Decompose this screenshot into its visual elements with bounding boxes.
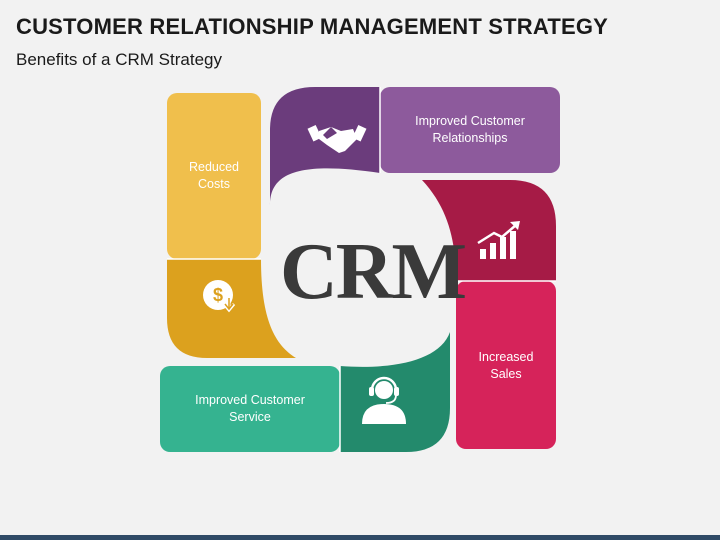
increased-sales-label: Increased Sales	[478, 350, 534, 381]
bottom-bar	[0, 535, 720, 540]
customer-service-label: Improved Customer Service	[195, 393, 305, 424]
relationships-label: Improved Customer Relationships	[415, 114, 525, 145]
reduced-costs-box	[167, 93, 261, 259]
handshake-icon	[307, 124, 367, 153]
dollar-down-icon: $	[203, 280, 236, 313]
increased-sales-curve	[422, 180, 556, 281]
reduced-costs-label: Reduced Costs	[188, 160, 240, 191]
customer-service-box	[160, 366, 340, 452]
growth-chart-icon	[477, 221, 520, 259]
page-title: CUSTOMER RELATIONSHIP MANAGEMENT STRATEG…	[16, 14, 609, 39]
relationships-curve	[270, 87, 380, 205]
relationships-box	[380, 87, 560, 173]
svg-text:$: $	[213, 285, 223, 305]
page-subtitle: Benefits of a CRM Strategy	[16, 50, 222, 69]
crm-center-label: CRM	[280, 228, 467, 316]
headset-support-icon	[362, 376, 406, 424]
increased-sales-box	[456, 281, 556, 449]
